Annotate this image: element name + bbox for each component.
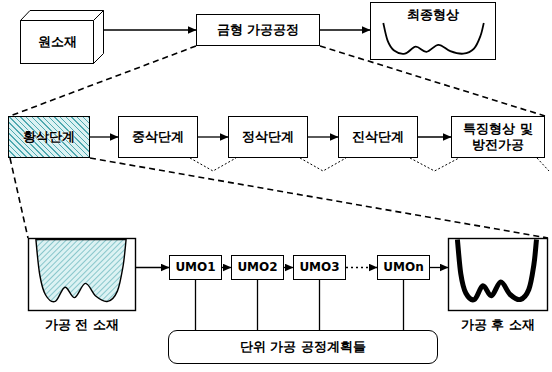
stage-box: 정삭단계 — [228, 116, 308, 158]
node-text: 중삭단계 — [132, 129, 184, 145]
final-shape-box: 최종형상 — [370, 2, 496, 60]
text-holder: 금형 가공공정 — [197, 15, 319, 45]
umo-box: UMO3 — [293, 255, 346, 280]
node-text: 가공 전 소재 — [45, 317, 119, 333]
zoom-line — [10, 158, 28, 238]
workpiece-drawing — [28, 238, 136, 312]
process-box: 금형 가공공정 — [196, 14, 320, 46]
text-holder: 정삭단계 — [229, 117, 307, 157]
workpiece-after: 가공 후 소재 — [448, 238, 548, 338]
flow-arrow — [418, 136, 451, 137]
text-holder: 특징형상 및 방전가공 — [452, 117, 544, 157]
node-text: 금형 가공공정 — [217, 22, 300, 38]
cavity-profile — [383, 23, 484, 54]
flow-arrow — [346, 267, 377, 268]
block-top — [21, 11, 104, 21]
node-text: 황삭단계 — [23, 129, 75, 145]
text-holder: 단위 가공 공정계획들 — [169, 331, 437, 363]
flow-arrow — [90, 136, 118, 137]
iteration-mark — [537, 158, 549, 171]
node-text: 단위 가공 공정계획들 — [240, 339, 366, 355]
node-text: 최종형상 — [407, 7, 459, 23]
link-line — [403, 280, 404, 330]
link-line — [319, 280, 320, 330]
text-holder: 가공 후 소재 — [448, 312, 548, 338]
flow-arrow — [308, 136, 338, 137]
umo-box: UMO2 — [231, 255, 284, 280]
flow-arrow — [136, 267, 169, 268]
flow-arrow — [222, 267, 231, 268]
text-holder: 중삭단계 — [119, 117, 197, 157]
flow-arrow — [198, 136, 228, 137]
node-text: 가공 후 소재 — [461, 317, 535, 333]
stage-box: 진삭단계 — [338, 116, 418, 158]
text-holder: UMO2 — [232, 256, 283, 279]
text-holder: UMO1 — [170, 256, 221, 279]
iteration-mark — [300, 158, 346, 171]
node-text: UMO1 — [175, 260, 215, 274]
material-block: 원소재 — [20, 10, 104, 64]
zoom-line — [90, 158, 548, 238]
stock-to-remove — [36, 240, 126, 302]
text-holder: UMO3 — [294, 256, 345, 279]
stage-box: 중삭단계 — [118, 116, 198, 158]
flow-arrow — [430, 267, 448, 268]
node-text: 원소재 — [38, 34, 77, 50]
text-holder: 황삭단계 — [9, 117, 89, 157]
node-text: 진삭단계 — [352, 129, 404, 145]
stage-box: 황삭단계 — [8, 116, 90, 158]
stock-outline — [449, 239, 548, 311]
flow-arrow — [104, 29, 196, 30]
link-line — [195, 280, 196, 330]
plan-group-box: 단위 가공 공정계획들 — [168, 330, 438, 364]
text-holder: UMOn — [378, 256, 429, 279]
umo-box: UMOn — [377, 255, 430, 280]
stock-outline — [29, 239, 136, 311]
link-line — [257, 280, 258, 330]
workpiece-before: 가공 전 소재 — [28, 238, 136, 338]
node-text: 특징형상 및 방전가공 — [457, 121, 539, 152]
block-side — [94, 11, 104, 64]
flow-arrow — [284, 267, 293, 268]
remaining-layer — [457, 240, 536, 300]
umo-box: UMO1 — [169, 255, 222, 280]
iteration-mark — [190, 158, 236, 171]
node-text: UMOn — [383, 260, 423, 274]
flow-arrow — [320, 29, 370, 30]
text-holder: 가공 전 소재 — [28, 312, 136, 338]
text-holder: 진삭단계 — [339, 117, 417, 157]
text-holder: 최종형상 — [371, 5, 495, 25]
workpiece-drawing — [448, 238, 548, 312]
node-text: UMO2 — [237, 260, 277, 274]
text-holder: 원소재 — [20, 20, 94, 64]
node-text: UMO3 — [299, 260, 339, 274]
stage-box: 특징형상 및 방전가공 — [451, 116, 545, 158]
iteration-mark — [410, 158, 459, 171]
node-text: 정삭단계 — [242, 129, 294, 145]
block-front — [21, 21, 94, 64]
